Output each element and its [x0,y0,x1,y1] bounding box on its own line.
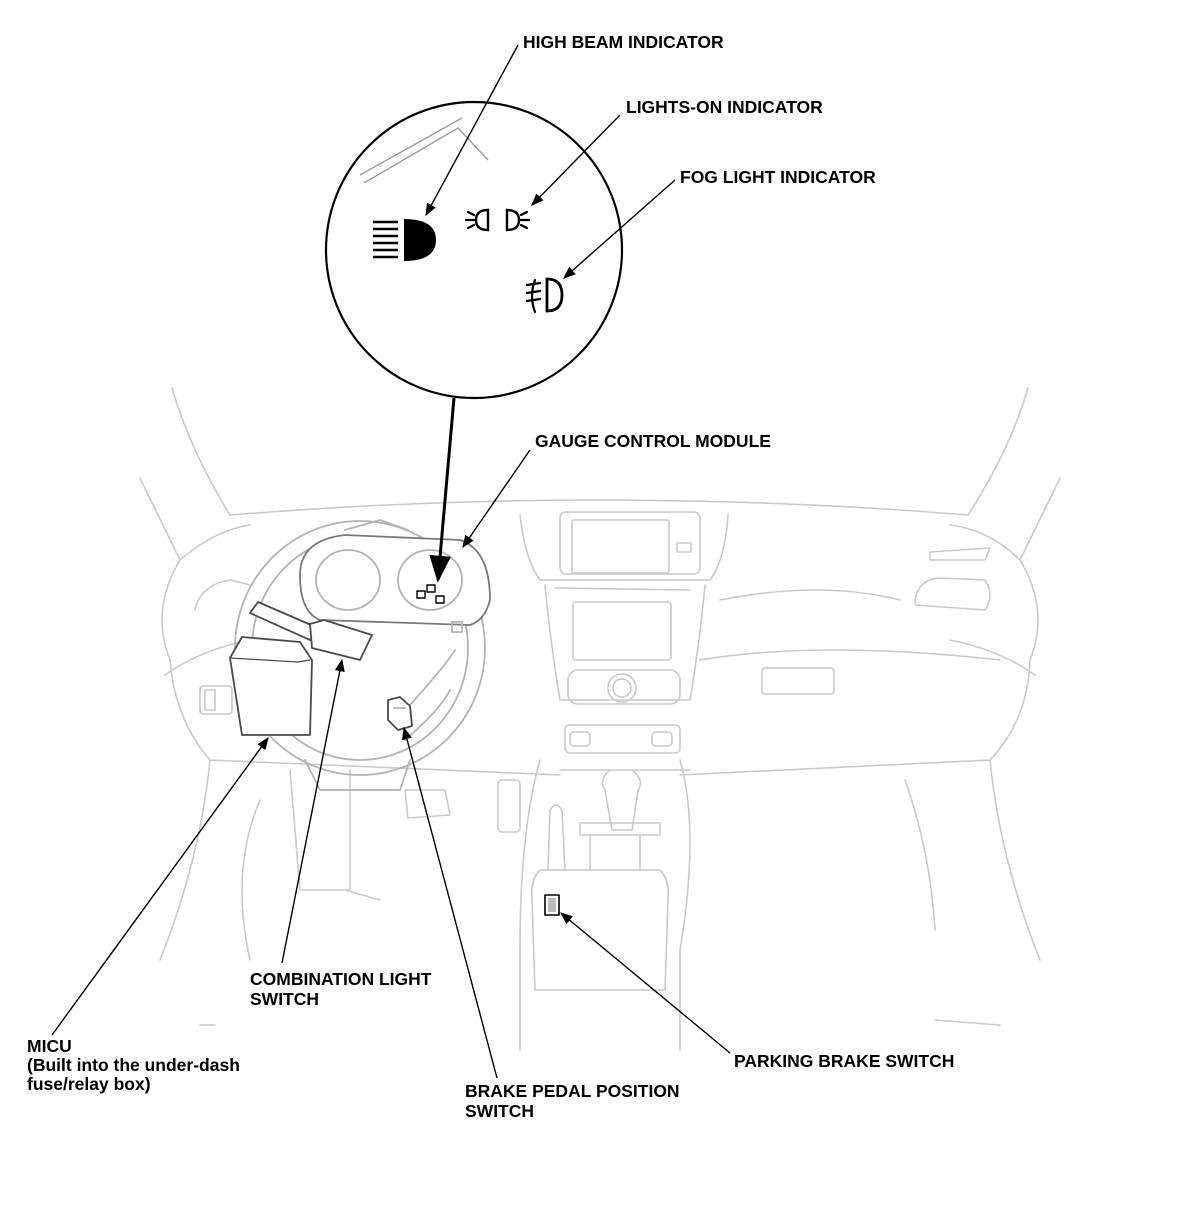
labels: HIGH BEAM INDICATOR LIGHTS-ON INDICATOR … [27,32,954,1121]
lights-on-icon [464,208,531,232]
vehicle-interior-outline [139,387,1061,1051]
micu-label-line2: (Built into the under-dash [27,1055,240,1075]
micu-box [229,636,313,736]
lights-on-indicator-label: LIGHTS-ON INDICATOR [626,97,823,117]
brake-pedal-position-switch [387,696,413,731]
high-beam-icon [373,219,436,261]
brake-pedal-position-switch-label-line1: BRAKE PEDAL POSITION [465,1081,680,1101]
high-beam-indicator-label: HIGH BEAM INDICATOR [523,32,724,52]
fog-light-icon [525,277,564,314]
combination-light-switch-label-line1: COMBINATION LIGHT [250,969,432,989]
brake-pedal-position-switch-label-line2: SWITCH [465,1101,534,1121]
micu-label-line1: MICU [27,1036,72,1056]
parking-brake-switch [544,894,560,916]
gauge-control-module-label: GAUGE CONTROL MODULE [535,431,771,451]
leader-lines [51,44,731,1079]
combination-light-switch [249,601,373,661]
gauge-cluster [299,519,491,633]
combination-light-switch-label-line2: SWITCH [250,989,319,1009]
indicator-magnified-view [324,100,624,583]
fog-light-indicator-label: FOG LIGHT INDICATOR [680,167,876,187]
parking-brake-switch-label: PARKING BRAKE SWITCH [734,1051,954,1071]
micu-label-line3: fuse/relay box) [27,1074,151,1094]
